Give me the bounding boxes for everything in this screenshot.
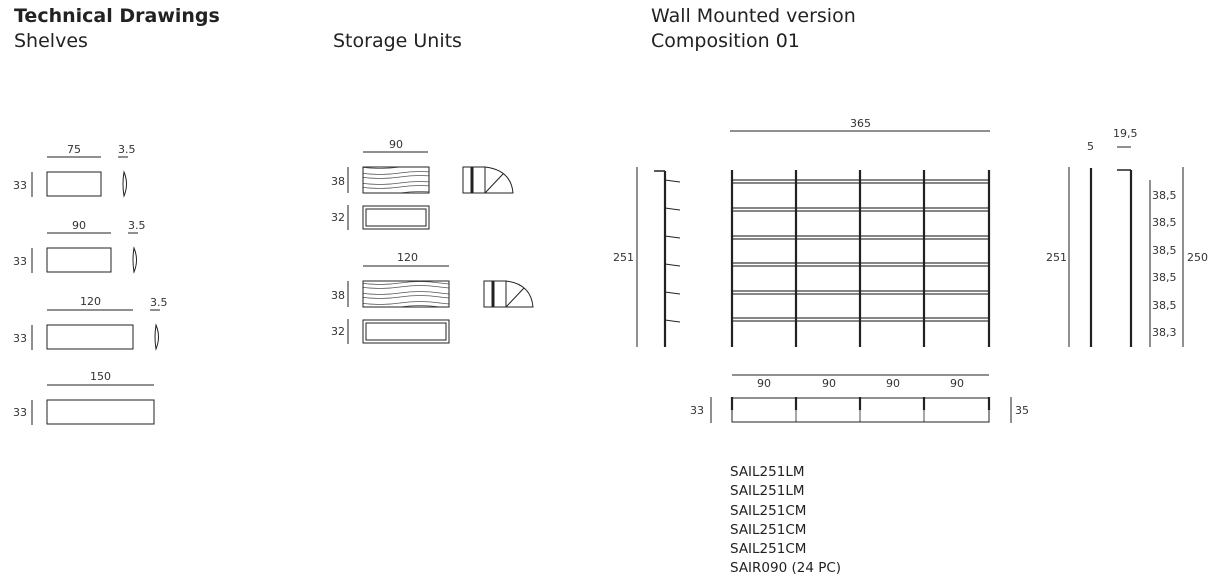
side-view-left-drawing: [636, 167, 681, 347]
shelf-spacing-label: 38,5: [1152, 216, 1177, 229]
page-title: Technical Drawings: [14, 5, 220, 27]
storage-120-top-height-label: 32: [331, 325, 345, 338]
plan-depth-right-label: 35: [1015, 404, 1029, 417]
shelf-150-width-label: 150: [90, 370, 111, 383]
bay-width-label: 90: [950, 377, 964, 390]
shelf-75-depth-label: 33: [13, 179, 27, 192]
bay-width-label: 90: [886, 377, 900, 390]
shelf-spacing-label: 38,5: [1152, 271, 1177, 284]
shelf-150-drawing: [31, 384, 155, 425]
shelf-75-drawing: [31, 156, 128, 198]
plan-depth-left-label: 33: [690, 404, 704, 417]
product-code: SAIR090 (24 PC): [730, 560, 842, 577]
front-view-drawing: [730, 130, 991, 347]
shelf-spacing-label: 38,5: [1152, 299, 1177, 312]
product-code: SAIL251CM: [730, 502, 807, 519]
product-code-list: SAIL251LM SAIL251LM SAIL251CM SAIL251CM …: [730, 463, 841, 579]
shelf-120-depth-label: 33: [13, 332, 27, 345]
storage-90-front-height-label: 38: [331, 175, 345, 188]
section-title-composition: Composition 01: [651, 30, 800, 52]
product-code: SAIL251CM: [730, 521, 807, 538]
shelf-spacing-label: 38,5: [1152, 189, 1177, 202]
storage-unit-90-drawing: [347, 151, 514, 230]
shelf-120-thickness-label: 3.5: [150, 296, 168, 309]
shelf-75-thickness-label: 3.5: [118, 143, 136, 156]
composition-bracket-width-label: 19,5: [1113, 127, 1138, 140]
front-view-shelves: [731, 179, 990, 322]
side-view-right-drawing: [1068, 146, 1184, 347]
plan-view-drawing: [710, 374, 1012, 423]
section-title-storage-units: Storage Units: [333, 30, 462, 52]
shelf-75-width-label: 75: [67, 143, 81, 156]
bay-width-label: 90: [822, 377, 836, 390]
section-title-shelves: Shelves: [14, 30, 88, 52]
shelf-120-drawing: [31, 309, 160, 351]
composition-total-width-label: 365: [850, 117, 871, 130]
composition-total-spacing-label: 250: [1187, 251, 1208, 264]
storage-90-top-height-label: 32: [331, 211, 345, 224]
shelf-120-width-label: 120: [80, 295, 101, 308]
storage-120-width-label: 120: [397, 251, 418, 264]
shelf-90-thickness-label: 3.5: [128, 219, 146, 232]
storage-120-front-height-label: 38: [331, 289, 345, 302]
shelf-90-drawing: [31, 232, 138, 274]
bay-width-label: 90: [757, 377, 771, 390]
product-code: SAIL251CM: [730, 541, 807, 558]
composition-post-width-label: 5: [1087, 140, 1094, 153]
shelf-spacing-label: 38,5: [1152, 244, 1177, 257]
section-title-wall-mounted: Wall Mounted version: [651, 5, 856, 27]
product-code: SAIL251LM: [730, 483, 805, 500]
storage-90-width-label: 90: [389, 138, 403, 151]
composition-height-right-label: 251: [1046, 251, 1067, 264]
shelf-90-width-label: 90: [72, 219, 86, 232]
shelf-spacing-label: 38,3: [1152, 326, 1177, 339]
storage-unit-120-drawing: [347, 265, 534, 344]
composition-height-left-label: 251: [613, 251, 634, 264]
shelf-150-depth-label: 33: [13, 406, 27, 419]
product-code: SAIL251LM: [730, 464, 805, 480]
shelf-90-depth-label: 33: [13, 255, 27, 268]
